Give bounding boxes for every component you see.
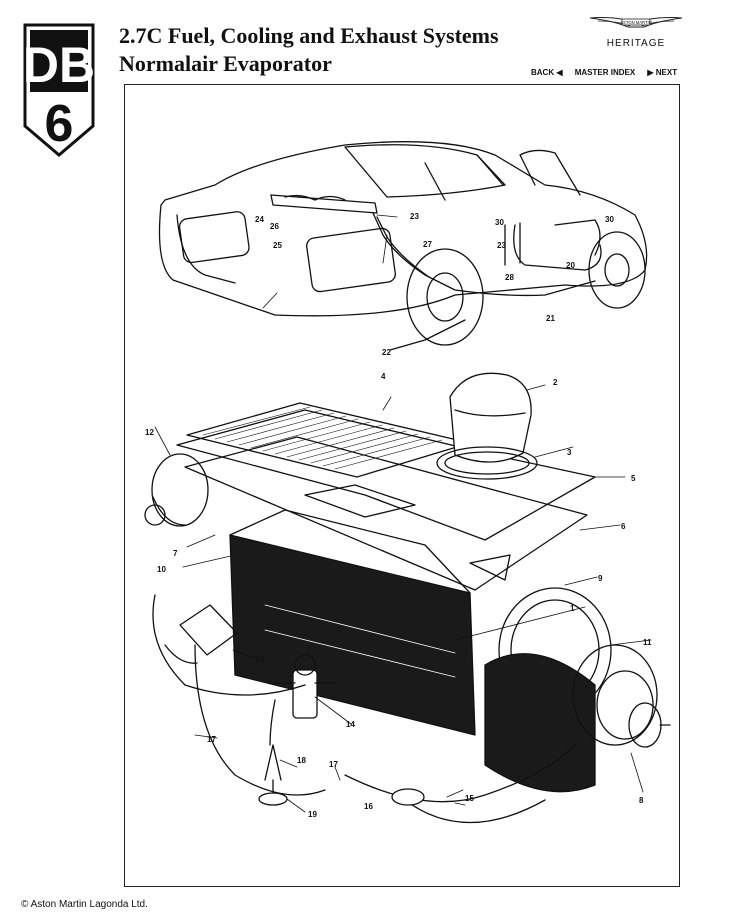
callout-30-left: 30 [495, 218, 504, 227]
master-index-link[interactable]: MASTER INDEX [574, 68, 636, 77]
callout-11: 11 [643, 638, 652, 647]
callout-20: 20 [566, 261, 575, 270]
back-link[interactable]: BACK ◀ [531, 68, 563, 77]
callout-13: 13 [255, 655, 264, 664]
evaporator-assembly [144, 372, 671, 824]
callout-25: 25 [273, 241, 282, 250]
callout-8: 8 [639, 796, 644, 805]
page-navigation: BACK ◀ MASTER INDEX ▶ NEXT [531, 68, 677, 77]
callout-4: 4 [381, 372, 386, 381]
exploded-diagram: 24 26 25 23 27 30 30 23 28 20 21 22 4 2 … [144, 141, 671, 824]
page-title: 2.7C Fuel, Cooling and Exhaust Systems N… [119, 22, 499, 78]
callout-23-right: 23 [497, 241, 506, 250]
callout-2: 2 [553, 378, 558, 387]
copyright-notice: © Aston Martin Lagonda Ltd. [21, 899, 148, 910]
car-illustration [158, 141, 648, 351]
brand-logo: ASTON MARTIN HERITAGE [588, 12, 684, 49]
logo-numeral: 6 [45, 95, 74, 153]
callout-7: 7 [173, 549, 178, 558]
callout-24: 24 [255, 215, 264, 224]
callout-27: 27 [423, 240, 432, 249]
callout-10: 10 [157, 565, 166, 574]
title-line-2: Normalair Evaporator [119, 51, 332, 76]
callout-19: 19 [308, 810, 317, 819]
callout-6: 6 [621, 522, 626, 531]
callout-17-left: 17 [207, 735, 216, 744]
callout-30-right: 30 [605, 215, 614, 224]
callout-26: 26 [270, 222, 279, 231]
logo-text: DB [23, 37, 95, 93]
next-link[interactable]: ▶ NEXT [647, 68, 678, 77]
callout-17-right: 17 [329, 760, 338, 769]
diagram-frame: 24 26 25 23 27 30 30 23 28 20 21 22 4 2 … [124, 84, 680, 887]
callout-28: 28 [505, 273, 514, 282]
title-line-1: 2.7C Fuel, Cooling and Exhaust Systems [119, 23, 499, 48]
callout-22: 22 [382, 348, 391, 357]
callout-3: 3 [567, 448, 572, 457]
callout-12: 12 [145, 428, 154, 437]
wings-icon: ASTON MARTIN [589, 17, 683, 28]
callout-21: 21 [546, 314, 555, 323]
db6-logo: DB 6 [22, 22, 96, 158]
callout-9: 9 [598, 574, 603, 583]
callout-23-left: 23 [410, 212, 419, 221]
callout-14: 14 [346, 720, 355, 729]
callout-5: 5 [631, 474, 636, 483]
callout-16: 16 [364, 802, 373, 811]
brand-badge-text: ASTON MARTIN [620, 20, 652, 25]
brand-subtitle: HERITAGE [606, 38, 666, 49]
callout-1: 1 [570, 604, 575, 613]
callout-18: 18 [297, 756, 306, 765]
callout-15: 15 [465, 794, 474, 803]
